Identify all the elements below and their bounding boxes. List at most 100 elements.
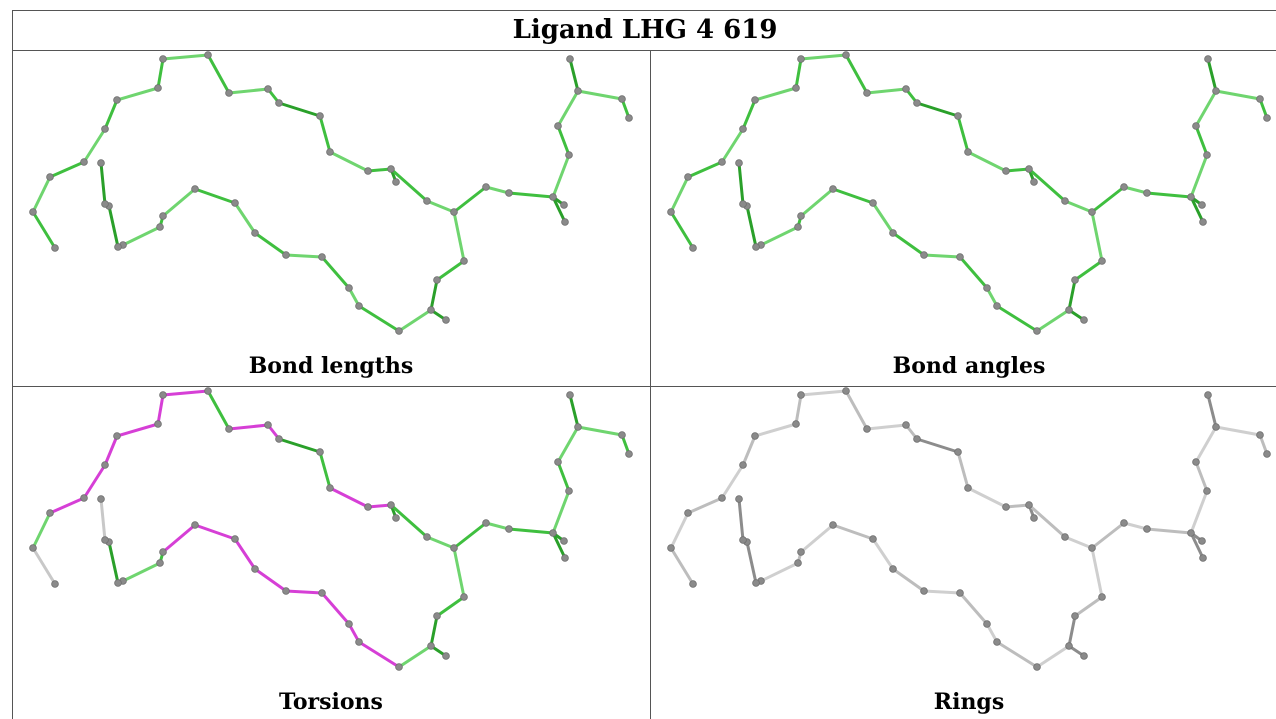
bond — [753, 86, 798, 102]
bond — [429, 614, 439, 648]
page-title: Ligand LHG 4 619 — [12, 10, 1276, 51]
bond — [253, 231, 288, 257]
bond — [741, 98, 757, 131]
bond — [745, 540, 758, 585]
atom — [275, 435, 283, 443]
bond — [284, 253, 324, 259]
bond — [452, 521, 488, 550]
bond — [31, 175, 52, 214]
atom — [101, 461, 109, 469]
bond — [669, 175, 690, 214]
atom — [101, 536, 109, 544]
bond — [320, 255, 351, 290]
bond — [1194, 460, 1209, 493]
atom — [794, 223, 802, 231]
atom — [1071, 612, 1079, 620]
bond — [669, 210, 695, 250]
atom — [159, 548, 167, 556]
atom — [450, 208, 458, 216]
bond — [844, 389, 869, 431]
atom — [863, 425, 871, 433]
bond — [1063, 535, 1094, 550]
atom — [1098, 593, 1106, 601]
bond — [915, 101, 960, 118]
atom — [326, 484, 334, 492]
atom — [1065, 642, 1073, 650]
bond — [328, 150, 370, 173]
bond — [669, 546, 695, 586]
atom — [956, 589, 964, 597]
bond — [1073, 595, 1104, 618]
atom — [1263, 114, 1271, 122]
atom — [956, 253, 964, 261]
bond — [277, 101, 322, 118]
atom — [739, 461, 747, 469]
bond — [206, 53, 231, 95]
panel-bond-angles: Bond angles — [651, 51, 1276, 381]
atom — [1071, 276, 1079, 284]
atom — [869, 535, 877, 543]
atom — [387, 501, 395, 509]
atom — [625, 450, 633, 458]
bond — [915, 437, 960, 454]
bonds — [31, 53, 631, 333]
atom — [554, 458, 562, 466]
atom — [1065, 306, 1073, 314]
bond — [121, 225, 162, 247]
bond — [206, 389, 231, 431]
bond — [1189, 195, 1205, 224]
molecule-bond-angles — [667, 51, 1271, 335]
atom — [983, 284, 991, 292]
atom — [225, 425, 233, 433]
atom — [1030, 178, 1038, 186]
atom — [225, 89, 233, 97]
atom — [1212, 87, 1220, 95]
bond — [253, 567, 288, 593]
atom — [1088, 208, 1096, 216]
atom — [792, 420, 800, 428]
bond — [1067, 278, 1077, 312]
atom — [427, 642, 435, 650]
atom — [326, 148, 334, 156]
bond — [556, 89, 580, 128]
bond — [1090, 210, 1104, 263]
bond — [844, 53, 869, 95]
atom — [316, 448, 324, 456]
atom — [191, 521, 199, 529]
bond — [1004, 167, 1031, 173]
atom — [442, 316, 450, 324]
atom — [667, 208, 675, 216]
atom — [345, 284, 353, 292]
bond — [425, 535, 456, 550]
panel-torsions: Torsions — [13, 387, 649, 717]
bond — [922, 253, 962, 259]
atom — [920, 251, 928, 259]
bond — [759, 225, 800, 247]
atom — [1080, 652, 1088, 660]
bond — [1189, 153, 1209, 199]
atom — [191, 185, 199, 193]
bond — [366, 167, 393, 173]
bond — [995, 640, 1039, 669]
bond — [193, 187, 237, 205]
atom — [97, 159, 105, 167]
atom — [1080, 316, 1088, 324]
atom — [1256, 431, 1264, 439]
atom — [1025, 501, 1033, 509]
atom — [460, 593, 468, 601]
bond — [871, 201, 895, 235]
bond — [1004, 503, 1031, 509]
atom — [993, 638, 1001, 646]
atom — [1098, 257, 1106, 265]
atom — [46, 509, 54, 517]
bond — [31, 546, 57, 586]
atom — [355, 638, 363, 646]
atom — [618, 95, 626, 103]
bond — [435, 259, 466, 282]
bond — [452, 210, 466, 263]
atom — [46, 173, 54, 181]
atom — [251, 565, 259, 573]
bond — [82, 127, 107, 164]
atom — [51, 244, 59, 252]
atom — [964, 484, 972, 492]
